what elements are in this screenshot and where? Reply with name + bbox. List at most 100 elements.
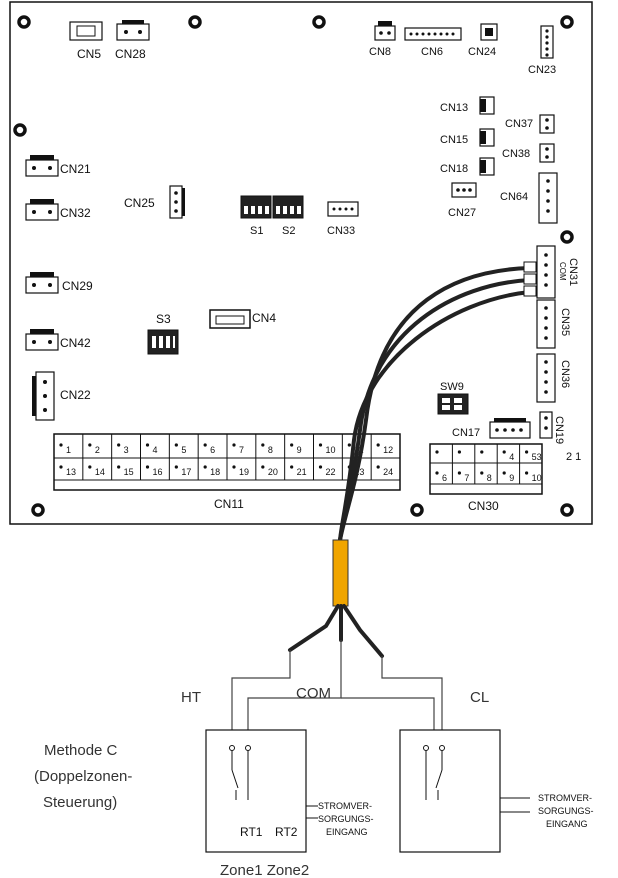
power-left-line3: EINGANG — [326, 827, 368, 837]
connector-cn6: CN6 — [404, 27, 462, 58]
caption-line3: Steuerung) — [43, 794, 117, 811]
label-cn22: CN22 — [60, 388, 91, 402]
label-cn30: CN30 — [468, 499, 499, 513]
cn30-cells-top-screw — [525, 450, 529, 454]
cn11-cells-bottom-label: 22 — [326, 467, 336, 477]
cn11-cells-top-label: 8 — [268, 445, 273, 455]
label-cn37: CN37 — [505, 118, 533, 130]
label-cn35: CN35 — [559, 308, 571, 336]
label-s1: S1 — [250, 225, 263, 237]
label-com-wire: COM — [296, 685, 331, 702]
connector-cn33: CN33 — [327, 201, 359, 237]
cn30-cells-top-screw — [457, 450, 461, 454]
cable-sleeve — [332, 539, 349, 607]
method-caption: Methode C (Doppelzonen- Steuerung) — [34, 742, 132, 811]
cn11-cells-bottom-label: 18 — [210, 467, 220, 477]
power-right-line1: STROMVER- — [538, 793, 592, 803]
cn11-cells-top-screw — [261, 443, 265, 447]
label-cn33: CN33 — [327, 225, 355, 237]
cn11-cells-bottom-screw — [318, 465, 323, 469]
power-right-line2: SORGUNGS- — [538, 806, 594, 816]
cn30-cells-bottom-label: 9 — [509, 473, 514, 483]
connector-cn21: CN21 — [25, 155, 91, 177]
thermostat-zone1-zone2: RT1 RT2 — [205, 729, 318, 853]
label-ht: HT — [181, 689, 201, 706]
connector-cn42: CN42 — [25, 329, 91, 351]
cn11-cells-bottom-screw — [88, 465, 92, 469]
cn30-cells-bottom-label: 7 — [464, 473, 469, 483]
mounting-holes — [13, 15, 574, 517]
cn11-cells-top-label: 6 — [210, 445, 215, 455]
cn11-cells-bottom-label: 16 — [153, 467, 163, 477]
connector-cn28: CN28 — [115, 20, 150, 61]
cn30-cells-bottom-label: 6 — [442, 473, 447, 483]
switch-sw9: SW9 — [437, 381, 469, 415]
cn11-cells-top-label: 7 — [239, 445, 244, 455]
cn30-cells-top-screw — [480, 450, 484, 454]
label-sw9: SW9 — [440, 381, 464, 393]
cn11-cells-top-screw — [203, 443, 207, 447]
label-cn64: CN64 — [500, 191, 528, 203]
thermostat-cl — [399, 729, 530, 853]
connector-cn31: COM CN31 — [536, 245, 579, 299]
cable-wires — [338, 266, 532, 542]
cn30-cells-top-label: 4 — [509, 452, 514, 462]
connector-cn18: CN18 — [440, 157, 495, 176]
cn11-cells-bottom-screw — [261, 465, 265, 469]
power-input-left: STROMVER- SORGUNGS- EINGANG — [318, 801, 374, 837]
label-rt1: RT1 — [240, 825, 263, 839]
cn11-cells-bottom-screw — [203, 465, 207, 469]
caption-line1: Methode C — [44, 742, 118, 759]
connector-cn37: CN37 — [505, 114, 555, 134]
cn11-cells-bottom-screw — [117, 465, 121, 469]
label-cn36: CN36 — [559, 360, 571, 388]
wire-ferrules — [523, 261, 537, 297]
cn11-cells-top-screw — [117, 443, 121, 447]
label-cn4: CN4 — [252, 311, 276, 325]
connector-cn38: CN38 — [502, 143, 555, 163]
cn11-cells-bottom-label: 17 — [181, 467, 191, 477]
label-s3: S3 — [156, 312, 171, 326]
connector-cn64: CN64 — [500, 172, 558, 224]
cn11-cells-top-label: 1 — [66, 445, 71, 455]
connector-cn22: CN22 — [32, 371, 91, 421]
label-cn23: CN23 — [528, 64, 556, 76]
connector-cn8: CN8 — [369, 21, 396, 58]
cn11-cells-top-label: 2 — [95, 445, 100, 455]
cn11-cells-top-label: 10 — [326, 445, 336, 455]
label-cn6: CN6 — [421, 46, 443, 58]
label-cl: CL — [470, 689, 489, 706]
cn11-cells-top-label: 4 — [153, 445, 158, 455]
split-wires — [288, 604, 384, 658]
label-zones: Zone1 Zone2 — [220, 862, 309, 878]
cn30-cells-bottom-screw — [435, 471, 439, 475]
cn30-cells-top-screw — [435, 450, 439, 454]
cn11-cells-top-screw — [376, 443, 380, 447]
cn11-cells-top-label: 5 — [181, 445, 186, 455]
label-cn28: CN28 — [115, 47, 146, 61]
cn11-cells-bottom-screw — [376, 465, 380, 469]
cn30-cells-bottom-screw — [480, 471, 484, 475]
connector-cn25: CN25 — [124, 185, 185, 219]
connector-cn19: CN19 2 1 — [539, 411, 581, 463]
cn11-cells-top-screw — [290, 443, 294, 447]
connector-cn13: CN13 — [440, 96, 495, 115]
cn11-cells-top-screw — [318, 443, 323, 447]
cn11-cells-bottom-label: 13 — [66, 467, 76, 477]
connector-cn23: CN23 — [528, 25, 556, 76]
label-cn5: CN5 — [77, 47, 101, 61]
cn11-cells-bottom-label: 20 — [268, 467, 278, 477]
power-left-line1: STROMVER- — [318, 801, 372, 811]
cn11-cells-bottom-label: 14 — [95, 467, 105, 477]
connector-cn24: CN24 — [468, 23, 498, 58]
connector-cn15: CN15 — [440, 128, 495, 147]
label-s2: S2 — [282, 225, 295, 237]
cn11-cells-top-label: 12 — [383, 445, 393, 455]
label-com: COM — [558, 262, 567, 281]
cn11-cells-bottom-screw — [232, 465, 236, 469]
cn11-cells-bottom-screw — [174, 465, 178, 469]
label-cn38: CN38 — [502, 148, 530, 160]
connector-cn27: CN27 — [448, 182, 477, 219]
label-cn15: CN15 — [440, 134, 468, 146]
